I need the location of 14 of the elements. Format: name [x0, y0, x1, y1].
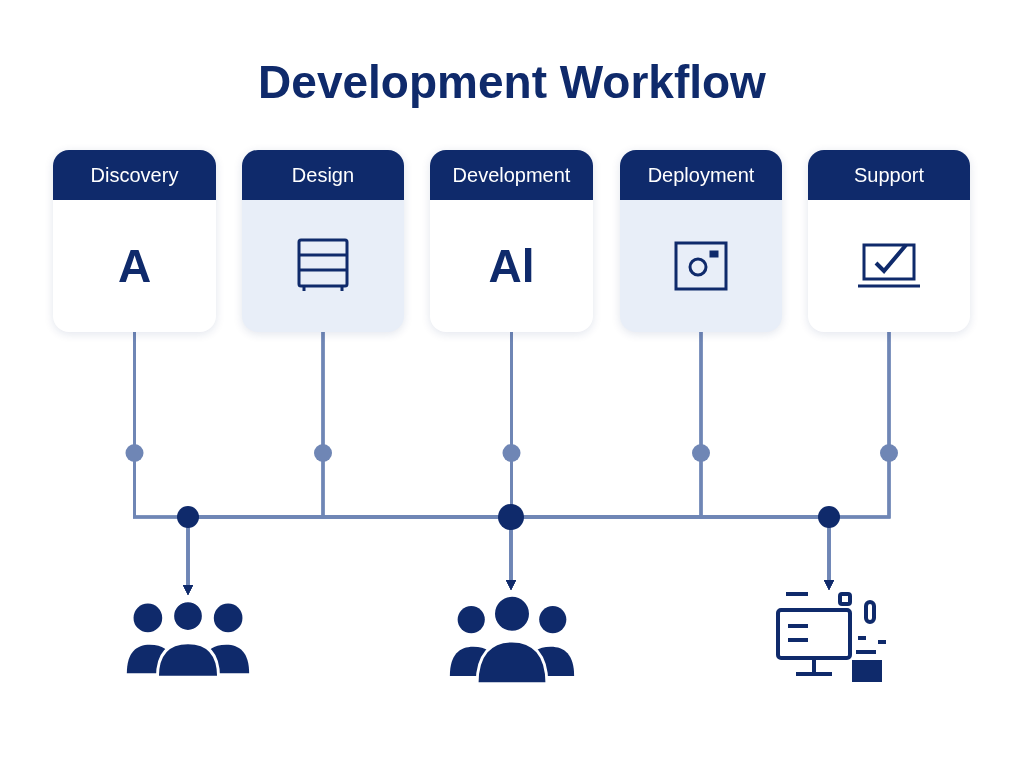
stage-card: [430, 150, 593, 332]
connector-arrow: [824, 332, 891, 590]
letter-mark: A: [117, 238, 152, 294]
stage-title: Deployment: [647, 163, 755, 188]
stage-card: [242, 150, 404, 332]
title: Development Workflow: [257, 55, 767, 110]
stage-card: [53, 150, 216, 332]
stage-title: Development: [452, 163, 571, 188]
stage-card: [808, 150, 970, 332]
stage-title: Support: [853, 163, 925, 188]
stage-card: [620, 150, 782, 332]
stage-title: Design: [291, 163, 355, 188]
stage-title: Discovery: [90, 163, 179, 188]
letter-mark: Al: [488, 238, 535, 294]
